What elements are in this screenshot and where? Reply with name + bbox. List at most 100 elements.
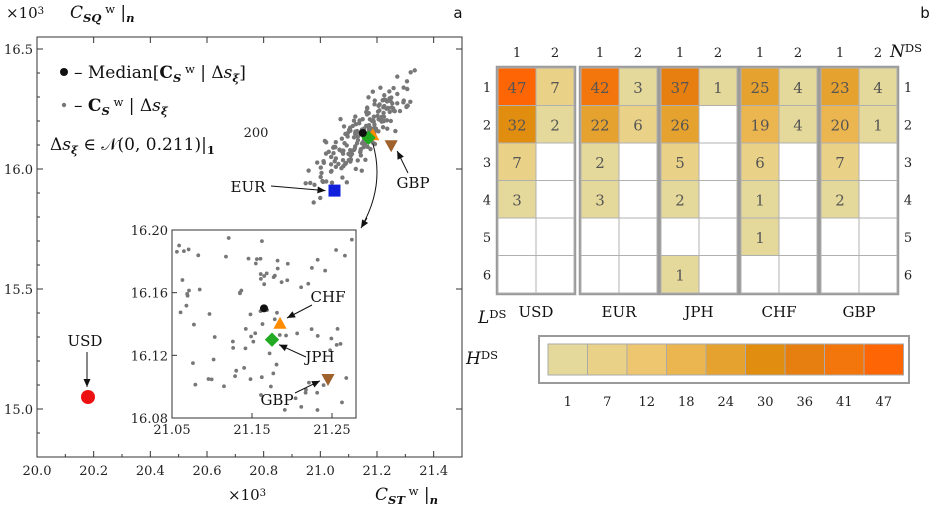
arrow-eur (270, 185, 326, 194)
heat-cell (580, 142, 620, 181)
heat-cell (820, 217, 860, 256)
sample-point (376, 129, 381, 134)
sample-point (322, 138, 328, 144)
inset-median-marker (260, 304, 268, 313)
heat-cell (778, 67, 818, 106)
heat-cell (698, 255, 738, 294)
cell-value: 3 (595, 191, 605, 209)
heat-cell (858, 180, 898, 219)
cell-value: 1 (755, 229, 765, 247)
cell-value: 1 (755, 191, 765, 209)
sample-point (333, 140, 338, 145)
plot-frame (36, 36, 463, 458)
sample-point (359, 168, 364, 173)
inset-sample-point (181, 249, 186, 254)
group-label: CHF (762, 303, 797, 321)
heat-cell (535, 180, 575, 219)
sample-point (393, 128, 398, 134)
inset-sample-point (231, 345, 236, 350)
sample-point (387, 89, 392, 94)
sample-point (389, 105, 394, 110)
inset-marker-jph (264, 332, 280, 347)
y-tick-label: 15.0 (4, 403, 33, 418)
sample-point (401, 100, 406, 105)
x-tick-label: 21.0 (306, 464, 335, 479)
sample-point (312, 182, 317, 188)
cell-value: 23 (830, 79, 849, 97)
inset-sample-point (212, 335, 217, 339)
sample-point (387, 109, 392, 115)
heat-cell (858, 67, 898, 106)
inset-sample-point (196, 253, 201, 258)
sample-point (366, 127, 372, 132)
sample-point (328, 154, 334, 160)
inset-sample-point (349, 237, 354, 242)
sample-point (395, 74, 400, 79)
sample-point (390, 101, 395, 106)
scale-swatch (587, 343, 628, 376)
inset-sample-point (323, 268, 328, 273)
sample-point (408, 70, 413, 75)
inset-sample-point (315, 390, 320, 395)
heat-cell (778, 105, 818, 144)
sample-point (346, 151, 351, 157)
row-number-right: 6 (904, 268, 912, 283)
cell-value: 7 (550, 79, 560, 97)
inset-sample-point (328, 348, 332, 353)
inset-sample-point (184, 303, 189, 308)
heat-cell (580, 217, 620, 256)
sample-point (339, 148, 344, 154)
inset-sample-point (315, 408, 320, 412)
heat-cell (698, 105, 738, 144)
sample-point (308, 180, 313, 186)
inset-sample-point (344, 376, 349, 380)
inset-label-chf: CHF (311, 288, 346, 306)
cell-value: 37 (670, 79, 689, 97)
cell-value: 7 (835, 154, 845, 172)
sample-point (371, 114, 377, 119)
sample-point (336, 161, 341, 167)
heat-cell (740, 67, 780, 106)
sample-point (378, 118, 384, 123)
inset-sample-point (267, 351, 272, 356)
heat-cell (497, 67, 537, 106)
x-tick-label: 20.4 (136, 464, 165, 479)
inset-sample-point (274, 362, 279, 367)
sample-point (353, 114, 358, 119)
x-tick-label: 21.2 (363, 464, 392, 479)
panel-label-b: b (920, 4, 930, 22)
inset-sample-point (315, 257, 320, 262)
cell-value: 2 (675, 191, 685, 209)
inset-sample-point (272, 317, 277, 322)
heat-cell (858, 142, 898, 181)
inset-sample-point (293, 396, 298, 401)
inset-sample-point (239, 288, 244, 293)
sample-point (326, 149, 331, 154)
inset-sample-point (192, 322, 196, 327)
sample-point (356, 121, 362, 126)
heat-cell (580, 105, 620, 144)
inset-sample-point (262, 282, 267, 287)
inset-sample-point (299, 285, 304, 290)
inset-sample-point (226, 236, 231, 240)
heat-cell (618, 180, 658, 219)
row-number-left: 3 (483, 156, 491, 171)
median-marker (358, 129, 367, 137)
inset-sample-point (340, 400, 344, 405)
scale-tick-label: 1 (564, 395, 572, 410)
x-multiplier: ×103 (228, 486, 266, 504)
sample-point (306, 168, 311, 173)
inset-sample-point (307, 380, 311, 385)
legend-samples-label: – CS w | Δsξ (74, 95, 169, 118)
sample-point (365, 106, 370, 111)
inset-sample-point (187, 288, 191, 293)
scale-swatch (784, 343, 825, 376)
inset-sample-point (242, 366, 247, 370)
heat-cell (858, 255, 898, 294)
sample-point (338, 116, 343, 122)
row-number-right: 1 (904, 81, 912, 96)
x-tick-label: 20.2 (79, 464, 108, 479)
inset-sample-point (306, 281, 311, 286)
col-number: 1 (676, 46, 684, 61)
